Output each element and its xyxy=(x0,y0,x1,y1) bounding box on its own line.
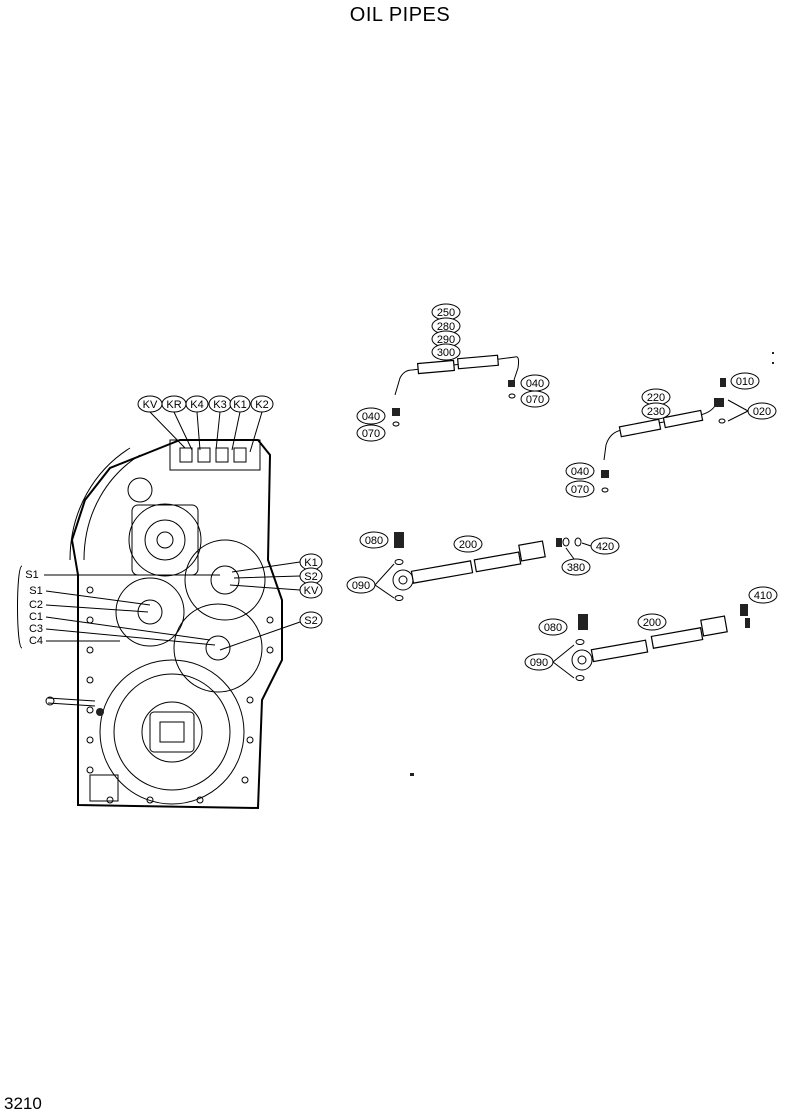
label-290: 290 xyxy=(437,334,455,346)
oil-hose-200-upper xyxy=(392,532,582,601)
label-k1-top: K1 xyxy=(233,399,246,411)
label-s2-lower: S2 xyxy=(304,615,317,627)
hose-200-upper-labels: 080 200 420 380 090 xyxy=(346,531,620,599)
page-title: OIL PIPES xyxy=(349,4,451,26)
label-410: 410 xyxy=(754,590,772,602)
label-280: 280 xyxy=(437,321,455,333)
label-220: 220 xyxy=(647,392,665,404)
label-k4: K4 xyxy=(190,399,203,411)
label-200-a: 200 xyxy=(459,539,477,551)
transmission-housing xyxy=(45,439,283,810)
housing-labels: KV KR K4 K3 K1 K2 S1 S1 C2 C1 C3 C4 K1 S… xyxy=(17,395,323,651)
label-040-c: 040 xyxy=(571,466,589,478)
label-s2-right: S2 xyxy=(304,571,317,583)
label-040-b: 040 xyxy=(362,411,380,423)
label-c2: C2 xyxy=(29,599,43,611)
label-040-a: 040 xyxy=(526,378,544,390)
label-kv-right: KV xyxy=(304,585,319,597)
label-420: 420 xyxy=(596,541,614,553)
oil-pipe-220 xyxy=(601,378,726,493)
label-k2: K2 xyxy=(255,399,268,411)
hose-200-lower-labels: 080 200 410 090 xyxy=(524,586,778,679)
label-070-c: 070 xyxy=(571,484,589,496)
label-200-b: 200 xyxy=(643,617,661,629)
label-230: 230 xyxy=(647,406,665,418)
label-c3: C3 xyxy=(29,623,43,635)
label-080-a: 080 xyxy=(365,535,383,547)
label-020: 020 xyxy=(753,406,771,418)
label-c1: C1 xyxy=(29,611,43,623)
label-090-a: 090 xyxy=(352,580,370,592)
label-090-b: 090 xyxy=(530,657,548,669)
oil-hose-200-lower xyxy=(571,604,750,681)
label-250: 250 xyxy=(437,307,455,319)
oil-pipe-250 xyxy=(392,354,520,427)
label-s1-a: S1 xyxy=(25,569,38,581)
label-kr: KR xyxy=(166,399,181,411)
label-kv-top: KV xyxy=(143,399,158,411)
label-010: 010 xyxy=(736,376,754,388)
pipe-220-labels: 220 230 010 020 040 070 xyxy=(565,372,777,498)
page-number: 3210 xyxy=(4,1094,42,1113)
label-s1-b: S1 xyxy=(29,585,42,597)
label-080-b: 080 xyxy=(544,622,562,634)
pipe-250-labels: 250 280 290 300 040 070 040 070 xyxy=(356,303,550,442)
label-k3: K3 xyxy=(213,399,226,411)
label-070-a: 070 xyxy=(526,394,544,406)
label-300: 300 xyxy=(437,347,455,359)
label-c4: C4 xyxy=(29,635,43,647)
label-380: 380 xyxy=(567,562,585,574)
label-k1-right: K1 xyxy=(304,557,317,569)
label-070-b: 070 xyxy=(362,428,380,440)
